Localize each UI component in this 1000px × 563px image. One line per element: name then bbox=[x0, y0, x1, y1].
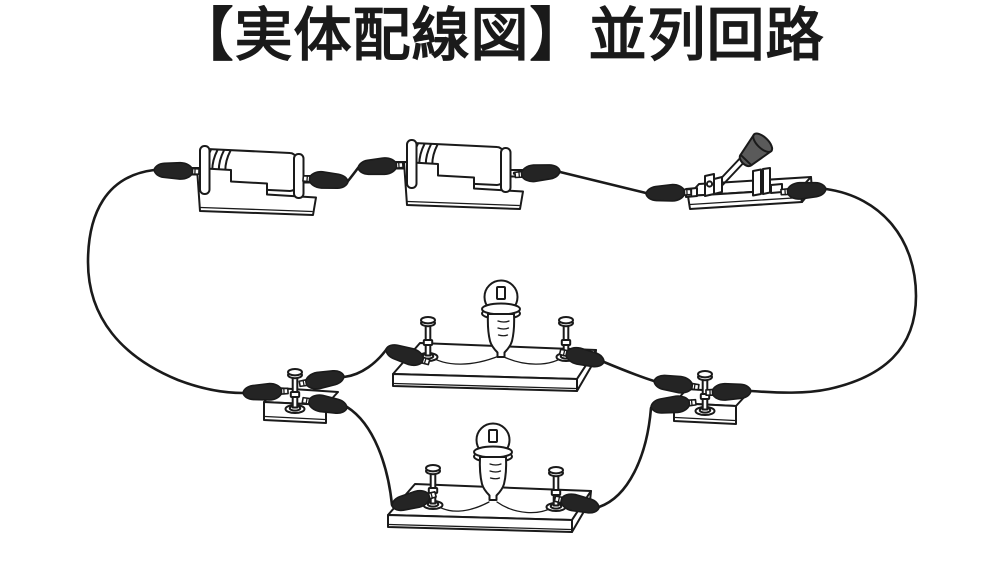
battery-holder-2 bbox=[394, 139, 524, 210]
wire-terminal-left-to-bulb1 bbox=[342, 348, 388, 379]
switch-hinge-pin bbox=[705, 180, 714, 188]
light-bulb-board-1 bbox=[392, 279, 597, 392]
light-bulb-board-2 bbox=[387, 422, 592, 533]
wire-bulb2-to-terminal-right bbox=[597, 406, 653, 509]
battery-holder-1 bbox=[187, 145, 317, 216]
diagram-title: 【実体配線図】並列回路 bbox=[175, 3, 825, 68]
alligator-clip bbox=[152, 161, 201, 181]
wire-bulb1-to-terminal-right bbox=[602, 360, 656, 383]
alligator-clip bbox=[301, 169, 350, 191]
switch-hinge-bracket bbox=[713, 176, 723, 195]
switch-knob bbox=[738, 132, 774, 168]
alligator-clip bbox=[513, 162, 562, 184]
alligator-clip bbox=[356, 155, 405, 177]
switch-contact-jaw bbox=[762, 167, 771, 195]
wire-left-loop bbox=[86, 168, 245, 395]
alligator-clip bbox=[297, 367, 347, 393]
wire-terminal-left-to-bulb2 bbox=[345, 405, 394, 507]
switch-contact-jaw bbox=[752, 168, 762, 197]
alligator-clip bbox=[644, 182, 693, 203]
wire-battery2-to-switch bbox=[558, 170, 648, 195]
wire-battery1-to-battery2 bbox=[346, 166, 360, 183]
wire-switch-right-loop bbox=[749, 187, 918, 394]
